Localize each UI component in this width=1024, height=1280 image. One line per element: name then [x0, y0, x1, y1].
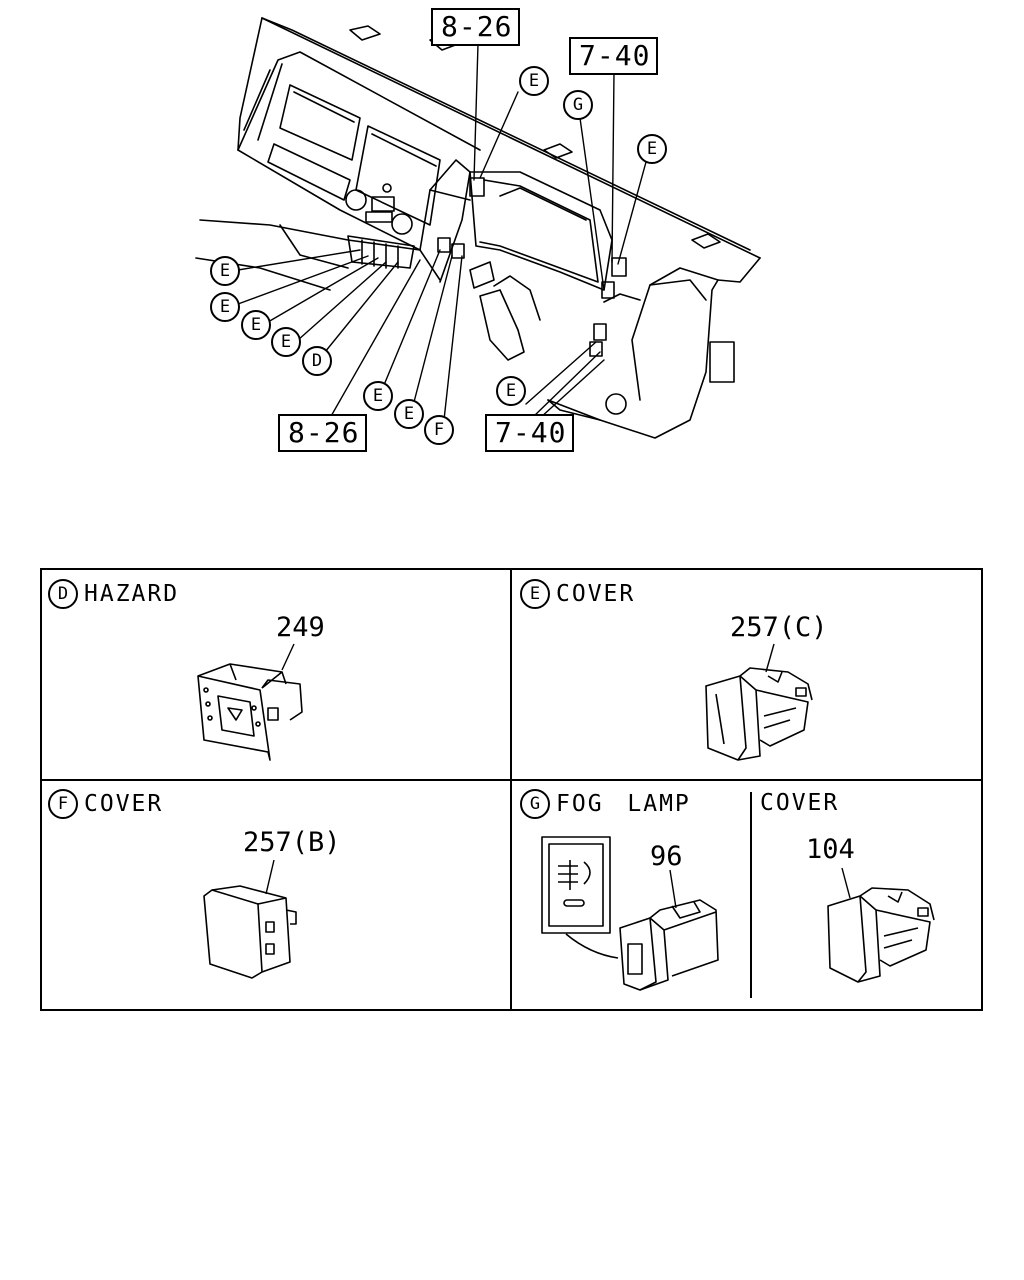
callout-e: E — [241, 310, 271, 340]
callout-e: E — [363, 381, 393, 411]
panel-e-letter: E — [520, 579, 550, 609]
reference-8-26-top[interactable]: 8-26 — [431, 8, 521, 46]
panel-d-letter: D — [48, 579, 78, 609]
hazard-switch-drawing — [197, 663, 303, 761]
panel-d-title: HAZARD — [84, 580, 180, 607]
panel-e-header: E COVER — [520, 579, 635, 609]
part-number-96[interactable]: 96 — [650, 841, 683, 872]
panel-f-title: COVER — [84, 790, 164, 817]
callout-e: E — [210, 256, 240, 286]
callout-e: E — [496, 376, 526, 406]
panel-f-letter: F — [48, 789, 78, 819]
callout-f: F — [424, 415, 454, 445]
fog-lamp-switch-drawing — [541, 836, 719, 991]
part-number-257b[interactable]: 257(B) — [243, 827, 341, 858]
callout-e: E — [271, 327, 301, 357]
part-number-257c[interactable]: 257(C) — [730, 612, 828, 643]
callout-e: E — [637, 134, 667, 164]
callout-e: E — [519, 66, 549, 96]
panel-g-header: G FOG LAMP — [520, 789, 691, 819]
part-number-249[interactable]: 249 — [276, 612, 325, 643]
reference-7-40-bottom[interactable]: 7-40 — [485, 414, 575, 452]
callout-e: E — [394, 399, 424, 429]
cover-257c-drawing — [705, 667, 813, 761]
part-number-104[interactable]: 104 — [806, 834, 855, 865]
reference-7-40-top[interactable]: 7-40 — [569, 37, 659, 75]
reference-8-26-bottom[interactable]: 8-26 — [278, 414, 368, 452]
panel-e-title: COVER — [556, 580, 636, 607]
callout-e: E — [210, 292, 240, 322]
cover-257b-drawing — [203, 885, 297, 979]
callout-g: G — [563, 90, 593, 120]
panel-g-title: FOG LAMP — [556, 790, 691, 817]
panel-g-cover-title: COVER — [760, 790, 840, 816]
panel-d-header: D HAZARD — [48, 579, 179, 609]
panel-f-header: F COVER — [48, 789, 163, 819]
panel-g-letter: G — [520, 789, 550, 819]
callout-d: D — [302, 346, 332, 376]
cover-104-drawing — [827, 887, 935, 983]
